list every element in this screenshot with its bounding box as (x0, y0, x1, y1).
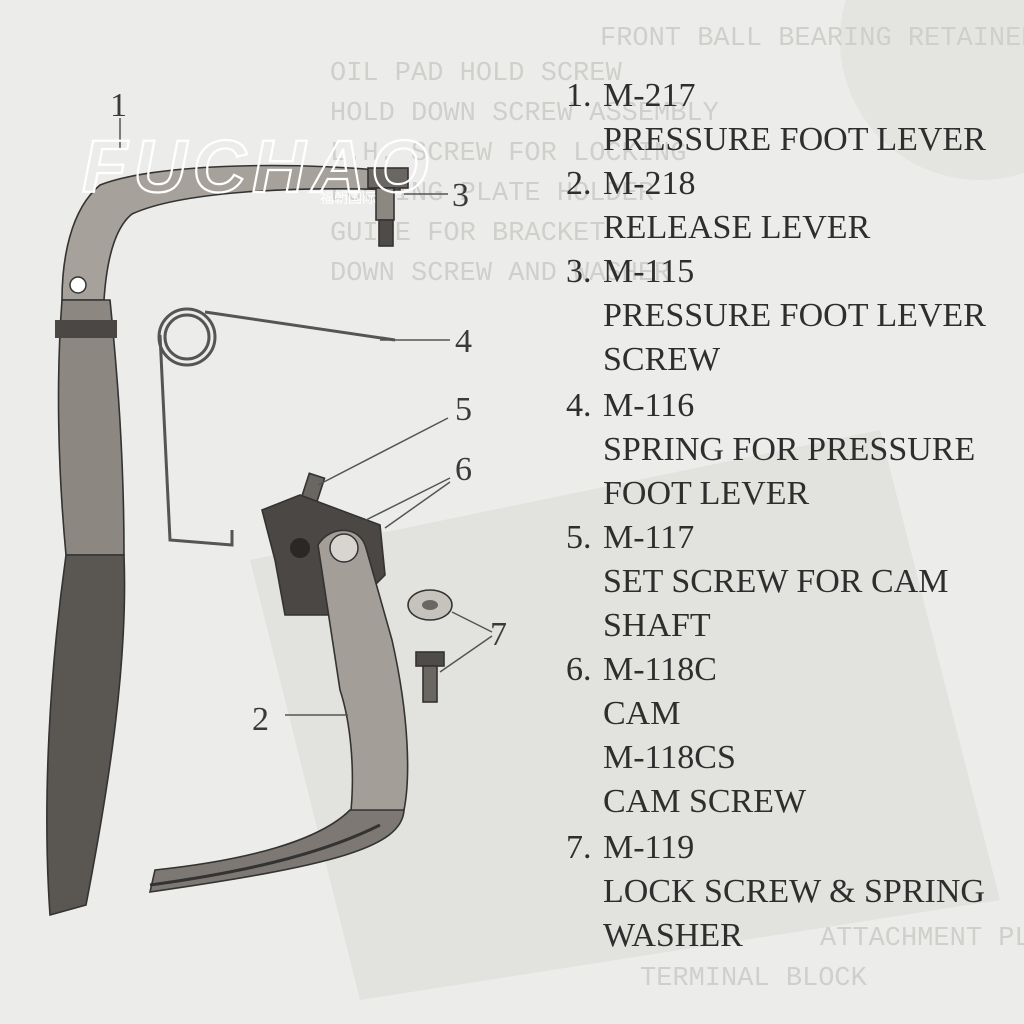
part-code-6: M-118C (603, 651, 717, 688)
part-number-4: 4. (566, 387, 592, 424)
svg-text:GUIDE FOR BRACKET: GUIDE FOR BRACKET (330, 219, 605, 249)
release-lever-part (148, 529, 409, 893)
svg-text:FRONT BALL BEARING RETAINER SC: FRONT BALL BEARING RETAINER SCREW (600, 24, 1024, 54)
brand-watermark: FUCHAO 福朝国际 (81, 124, 435, 209)
svg-text:L.H. SCREW FOR LOCKING: L.H. SCREW FOR LOCKING (330, 139, 686, 169)
parts-list-item: 7. M-119 LOCK SCREW & SPRING WASHER (566, 829, 985, 954)
part-number-6: 6. (566, 651, 592, 688)
part-code-5: M-117 (603, 519, 694, 556)
parts-list-item: 2. M-218 RELEASE LEVER (566, 165, 871, 246)
part-number-5: 5. (566, 519, 592, 556)
lock-screw-washer-part (407, 589, 453, 703)
callout-3: 3 (452, 177, 469, 214)
part-code-1: M-217 (603, 77, 696, 114)
callout-2: 2 (252, 701, 269, 738)
svg-text:HOLD DOWN SCREW ASSEMBLY: HOLD DOWN SCREW ASSEMBLY (330, 99, 719, 129)
pressure-foot-lever-part (46, 164, 401, 917)
part-name-6b: CAM SCREW (603, 783, 807, 820)
callout-numbers: 1 3 4 5 6 7 2 (110, 87, 507, 738)
callout-4: 4 (455, 323, 472, 360)
part-name-7b: WASHER (603, 917, 743, 954)
part-code-3: M-115 (603, 253, 694, 290)
part-name-5b: SHAFT (603, 607, 711, 644)
svg-text:ATTACHMENT PLUG: ATTACHMENT PLUG (820, 924, 1024, 954)
part-name-2: RELEASE LEVER (603, 209, 871, 246)
part-code-7: M-119 (603, 829, 694, 866)
part-number-7: 7. (566, 829, 592, 866)
part-name-7: LOCK SCREW & SPRING (603, 873, 985, 910)
part-name-3: PRESSURE FOOT LEVER (603, 297, 986, 334)
callout-5: 5 (455, 391, 472, 428)
callout-6: 6 (455, 451, 472, 488)
parts-list-item: 4. M-116 SPRING FOR PRESSURE FOOT LEVER (566, 387, 975, 512)
part-name-1: PRESSURE FOOT LEVER (603, 121, 986, 158)
part-number-3: 3. (566, 253, 592, 290)
callout-7: 7 (490, 616, 507, 653)
svg-text:DOWN SCREW AND WASHER: DOWN SCREW AND WASHER (330, 259, 670, 289)
watermark-brand: FUCHAO (82, 125, 435, 208)
parts-list-item: 1. M-217 PRESSURE FOOT LEVER (566, 77, 986, 158)
part-number-1: 1. (566, 77, 592, 114)
watermark-brand-cn: 福朝国际 (320, 191, 376, 207)
spring-part (157, 307, 396, 547)
part-name-4b: FOOT LEVER (603, 475, 810, 512)
part-name-5: SET SCREW FOR CAM (603, 563, 948, 600)
part-code-2: M-218 (603, 165, 696, 202)
part-code-6b: M-118CS (603, 739, 736, 776)
part-name-4: SPRING FOR PRESSURE (603, 431, 975, 468)
parts-list-item: 6. M-118C CAM M-118CS CAM SCREW (566, 651, 807, 820)
svg-text:OIL PAD HOLD SCREW: OIL PAD HOLD SCREW (330, 59, 622, 89)
svg-text:TERMINAL BLOCK: TERMINAL BLOCK (640, 964, 868, 994)
part-name-6: CAM (603, 695, 680, 732)
part-code-4: M-116 (603, 387, 694, 424)
parts-list: 1. M-217 PRESSURE FOOT LEVER 2. M-218 RE… (566, 77, 986, 954)
parts-list-item: 3. M-115 PRESSURE FOOT LEVER SCREW (566, 253, 986, 378)
parts-list-item: 5. M-117 SET SCREW FOR CAM SHAFT (566, 519, 948, 644)
part-number-2: 2. (566, 165, 592, 202)
part-name-3b: SCREW (603, 341, 721, 378)
pressure-foot-lever-screw-part (367, 167, 409, 247)
leader-lines (119, 118, 493, 716)
callout-1: 1 (110, 87, 127, 124)
